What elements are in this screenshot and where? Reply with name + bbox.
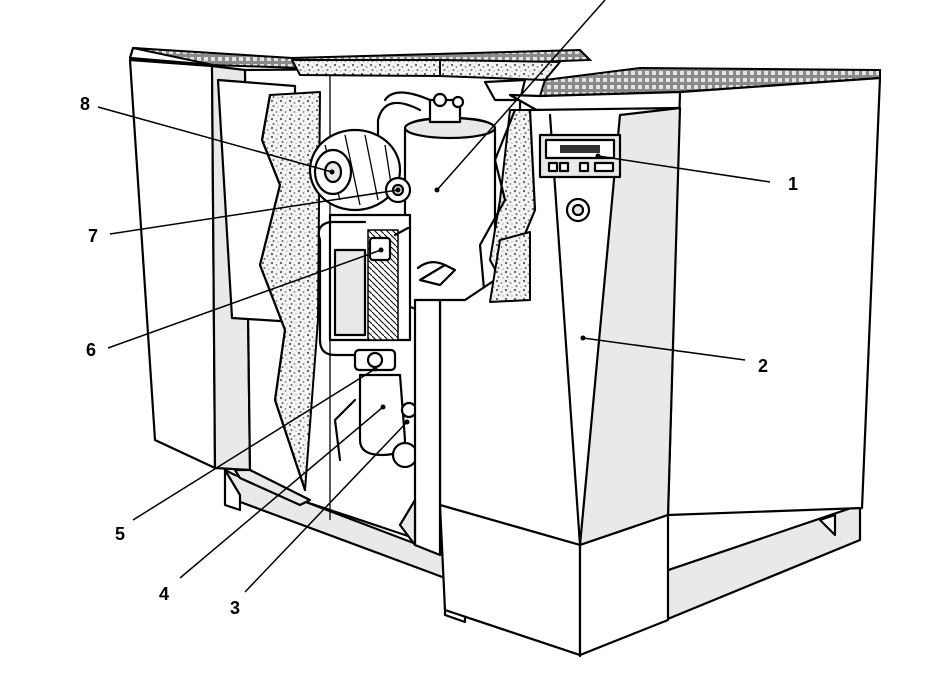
callout-labels: 1 2 3 4 5 6 7 8 — [80, 94, 798, 618]
leader-lines — [97, 0, 771, 593]
callout-4: 4 — [159, 584, 169, 604]
callout-1: 1 — [788, 174, 798, 194]
emergency-stop-button — [565, 197, 591, 223]
control-panel — [538, 133, 622, 179]
callout-7: 7 — [88, 226, 98, 246]
left-door-insulated — [216, 78, 321, 507]
control-cabinet — [398, 66, 882, 657]
callout-5: 5 — [115, 524, 125, 544]
callout-2: 2 — [758, 356, 768, 376]
callout-3: 3 — [230, 598, 240, 618]
internal-components — [308, 91, 497, 469]
callout-6: 6 — [86, 340, 96, 360]
callout-8: 8 — [80, 94, 90, 114]
